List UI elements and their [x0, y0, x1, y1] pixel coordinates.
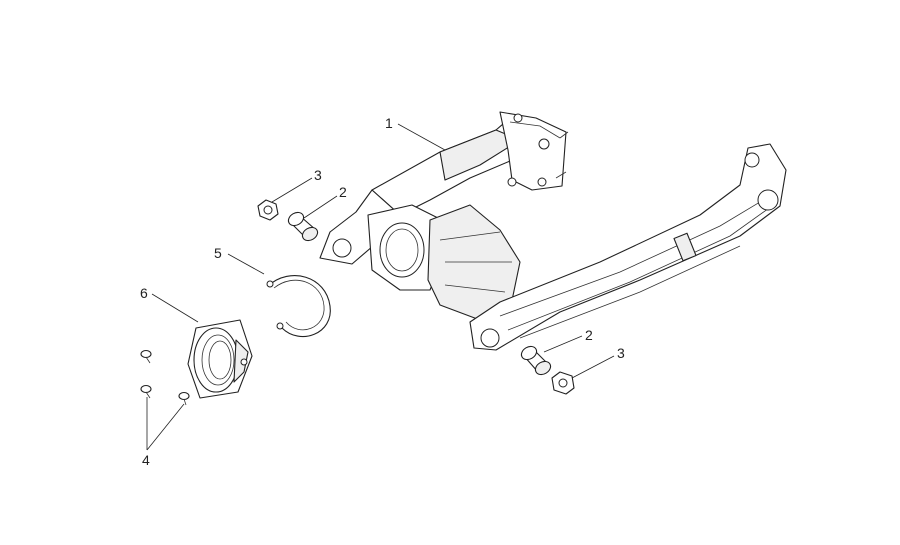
cover-ring[interactable] [187, 319, 253, 399]
nut-upper[interactable] [257, 199, 279, 221]
screw-3[interactable] [178, 391, 190, 406]
leader-lines [146, 123, 615, 451]
circlip[interactable] [266, 275, 331, 338]
bushing-upper[interactable] [286, 210, 320, 243]
nut-lower[interactable] [551, 371, 575, 395]
callout-2-upper: 2 [339, 184, 347, 200]
screw-1[interactable] [140, 349, 152, 364]
callout-1: 1 [385, 115, 393, 131]
callout-3-upper: 3 [314, 167, 322, 183]
callout-3-lower: 3 [617, 345, 625, 361]
callouts: 1 2 3 5 6 2 3 4 [140, 115, 625, 468]
pivot-mount-plate [499, 111, 569, 191]
swingarm[interactable] [319, 111, 787, 351]
bushing-lower[interactable] [519, 344, 553, 377]
screw-2[interactable] [140, 384, 152, 399]
callout-5: 5 [214, 245, 222, 261]
callout-4: 4 [142, 452, 150, 468]
callout-6: 6 [140, 285, 148, 301]
callout-2-lower: 2 [585, 327, 593, 343]
